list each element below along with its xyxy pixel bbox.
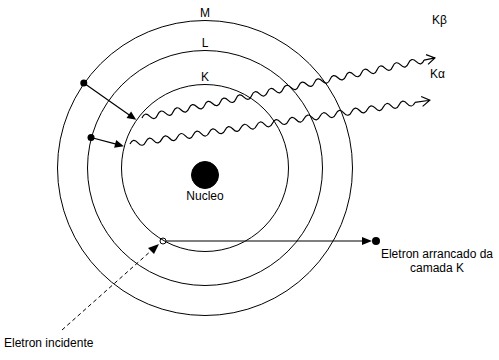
line-label: Kα [430, 68, 445, 82]
eject-arrowhead [362, 237, 372, 245]
transition-arrow [91, 137, 116, 144]
shell-letter: M [198, 7, 212, 19]
electron-label: Eletron arrancado da camada K [380, 248, 494, 276]
shell-letter: K [199, 71, 211, 83]
transition-arrow [84, 83, 130, 115]
incident-arrowhead [148, 244, 159, 254]
incident-path [62, 250, 152, 330]
shell-circle: MLKNucleo [57, 20, 353, 316]
nucleus-label: Nucleo [184, 190, 225, 203]
shell-circle: LKNucleo [87, 50, 323, 286]
k-alpha-photon [129, 95, 430, 149]
ejected-electron [372, 237, 380, 245]
shell-circle: KNucleo [121, 84, 289, 252]
arrowhead [127, 111, 137, 119]
arrowhead [114, 140, 124, 148]
nucleus: Nucleo [191, 161, 219, 189]
electron-dot [88, 134, 95, 141]
shell-letter: L [200, 37, 211, 49]
k-beta-photon [141, 53, 436, 123]
electron-dot [80, 80, 87, 87]
electron-label: Eletron incidente [4, 337, 93, 351]
line-label: Kβ [432, 14, 447, 28]
ejected-path [166, 240, 364, 241]
k-vacancy [160, 238, 166, 244]
